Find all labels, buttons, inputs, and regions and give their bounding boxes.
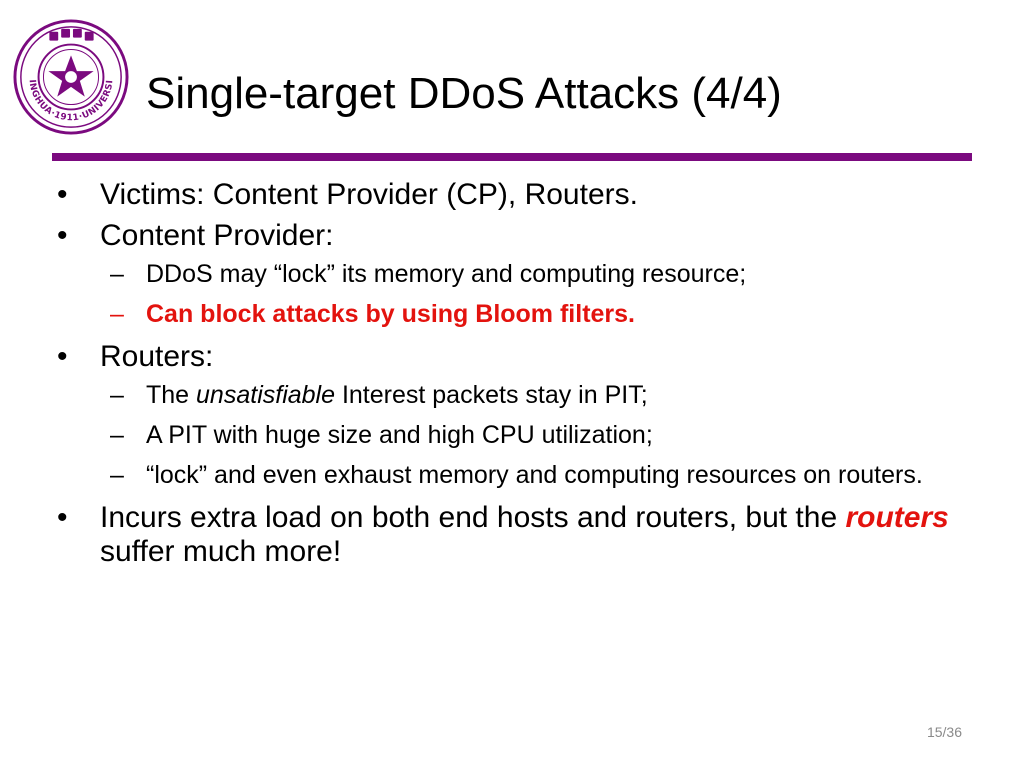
page-number: 15/36 — [926, 724, 962, 740]
sub-bullet-ddos-lock: – DDoS may “lock” its memory and computi… — [52, 260, 982, 289]
sub-bullet-text-post: Interest packets stay in PIT; — [335, 381, 648, 409]
bullet-marker: • — [57, 178, 68, 211]
tsinghua-seal-logo: TSINGHUA·1911·UNIVERSITY — [12, 18, 129, 135]
bullet-marker: • — [57, 340, 68, 373]
bullet-text-pre: Incurs extra load on both end hosts and … — [100, 501, 846, 534]
sub-bullet-text: DDoS may “lock” its memory and computing… — [146, 260, 747, 288]
slide-body: • Victims: Content Provider (CP), Router… — [52, 178, 982, 576]
bullet-text: Routers: — [100, 340, 214, 373]
bullet-text-post: suffer much more! — [100, 535, 342, 568]
sub-bullet-unsatisfiable: – The unsatisfiable Interest packets sta… — [52, 381, 982, 410]
bullet-extra-load: • Incurs extra load on both end hosts an… — [52, 501, 982, 569]
sub-bullet-text: “lock” and even exhaust memory and compu… — [146, 461, 923, 489]
sub-bullet-text-pre: The — [146, 381, 197, 409]
sub-bullet-exhaust-memory: – “lock” and even exhaust memory and com… — [52, 461, 982, 490]
bullet-marker: • — [57, 219, 68, 252]
sub-bullet-text: A PIT with huge size and high CPU utiliz… — [146, 421, 653, 449]
dash-marker: – — [110, 381, 124, 409]
sub-bullet-text: Can block attacks by using Bloom filters… — [146, 300, 636, 328]
title-divider — [52, 153, 972, 161]
bullet-content-provider: • Content Provider: — [52, 219, 982, 253]
bullet-marker: • — [57, 501, 68, 534]
sub-bullet-pit-size: – A PIT with huge size and high CPU util… — [52, 421, 982, 450]
bullet-text-emphasis: routers — [845, 501, 949, 534]
slide-title: Single-target DDoS Attacks (4/4) — [146, 69, 782, 118]
dash-marker: – — [110, 421, 124, 449]
bullet-text: Victims: Content Provider (CP), Routers. — [100, 178, 638, 211]
sub-bullet-text-emphasis: unsatisfiable — [196, 381, 336, 409]
bullet-routers: • Routers: — [52, 340, 982, 374]
dash-marker: – — [110, 300, 124, 328]
bullet-text: Content Provider: — [100, 219, 334, 252]
sub-bullet-bloom-filters: – Can block attacks by using Bloom filte… — [52, 300, 982, 329]
dash-marker: – — [110, 260, 124, 288]
dash-marker: – — [110, 461, 124, 489]
bullet-victims: • Victims: Content Provider (CP), Router… — [52, 178, 982, 212]
